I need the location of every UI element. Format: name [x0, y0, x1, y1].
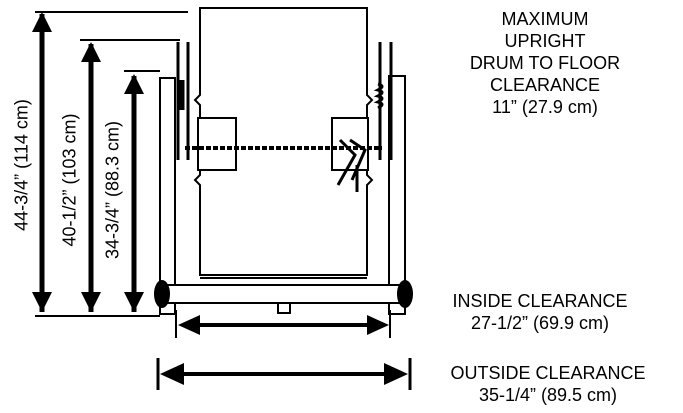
inner-height-label: 34-3/4” (88.3 cm) — [102, 120, 123, 260]
height-dimension-inner — [124, 70, 160, 312]
outside-clearance-label: OUTSIDE CLEARANCE 35-1/4” (89.5 cm) — [418, 362, 678, 406]
height-dimension-overall — [32, 11, 188, 317]
inside-clearance-arrow — [175, 310, 391, 338]
outside-clearance-value: 35-1/4” (89.5 cm) — [478, 385, 618, 405]
drum-clearance-line2: UPRIGHT — [504, 31, 586, 51]
overall-height-label: 44-3/4” (114 cm) — [11, 99, 32, 231]
outside-clearance-arrow — [156, 358, 412, 390]
drum-lift-machine — [154, 7, 413, 315]
drum-clearance-value: 11” (27.9 cm) — [492, 97, 598, 117]
inside-clearance-label: INSIDE CLEARANCE 27-1/2” (69.9 cm) — [420, 290, 660, 334]
drum-clearance-line1: MAXIMUM — [501, 9, 589, 29]
mid-height-label: 40-1/2” (103 cm) — [59, 113, 80, 247]
inside-clearance-title: INSIDE CLEARANCE — [452, 291, 628, 311]
inside-clearance-value: 27-1/2” (69.9 cm) — [470, 313, 610, 333]
outside-clearance-title: OUTSIDE CLEARANCE — [450, 363, 646, 383]
drum-clearance-label: MAXIMUM UPRIGHT DRUM TO FLOOR CLEARANCE … — [440, 8, 650, 118]
height-dimension-mid — [80, 39, 180, 312]
drum-clearance-line4: CLEARANCE — [489, 75, 601, 95]
drum-clearance-line3: DRUM TO FLOOR — [469, 53, 621, 73]
